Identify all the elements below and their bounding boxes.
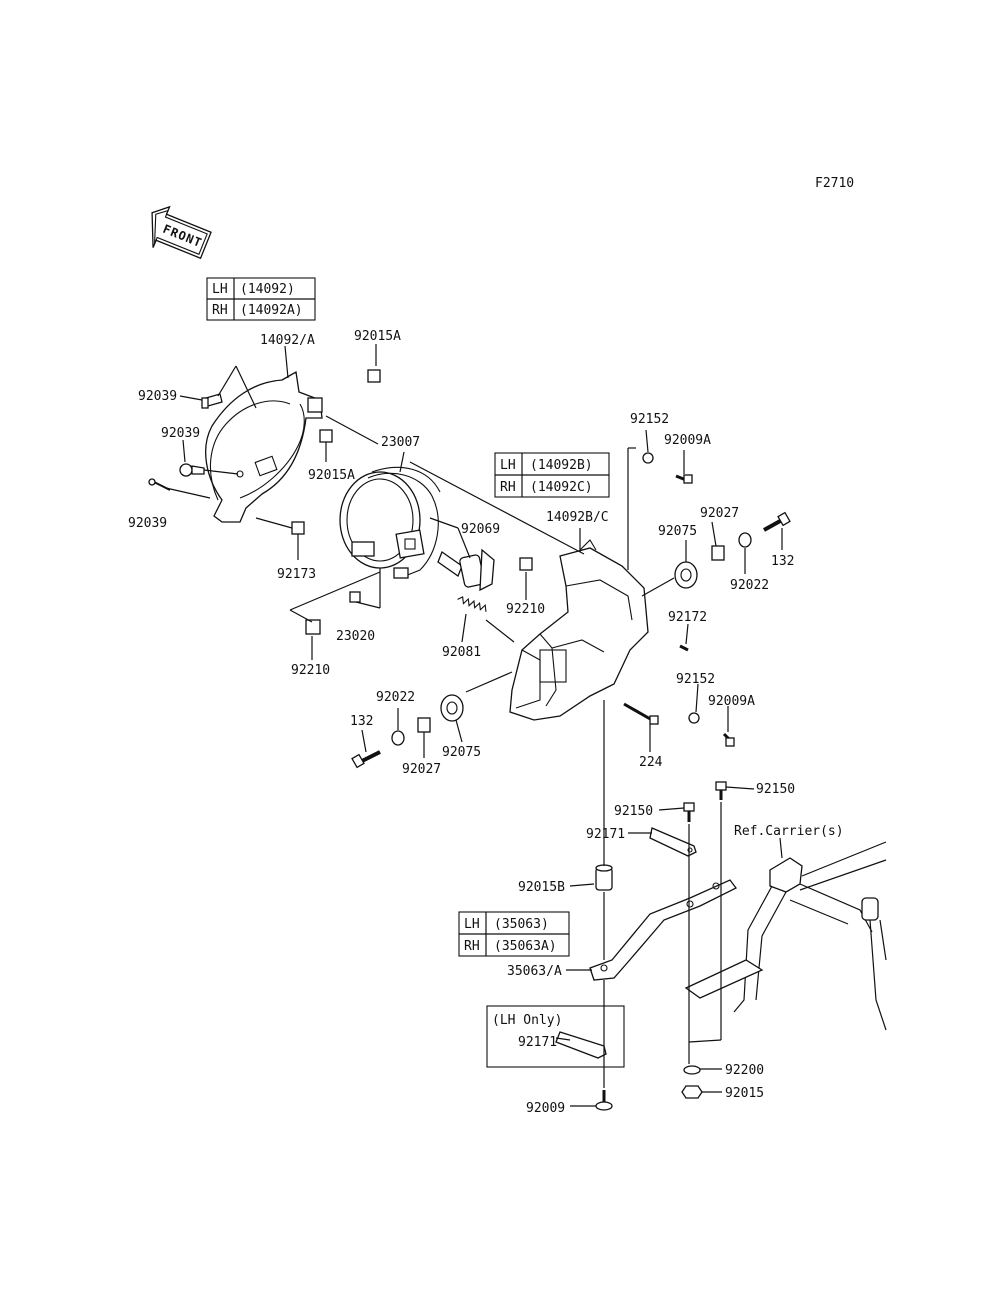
part-number-label: 92027: [700, 506, 739, 521]
collar-part: [711, 545, 725, 561]
part-number-label: 132: [771, 554, 794, 569]
rubber-cap-part: [595, 864, 613, 891]
table-cell: (14092B): [530, 458, 593, 473]
part-number-label: 92210: [506, 602, 545, 617]
lh-only-label: (LH Only): [492, 1013, 562, 1028]
clip-part: [305, 619, 321, 635]
push-rivet-part: [148, 393, 223, 491]
leader-lines: [165, 344, 783, 1107]
nut-part: [681, 1085, 703, 1099]
part-number-label: 92200: [725, 1063, 764, 1078]
part-number-label: 92075: [658, 524, 697, 539]
screw-part: [675, 474, 735, 747]
table-cell: (35063A): [494, 939, 557, 954]
nut-part: [349, 591, 361, 603]
table-cell: (14092A): [240, 303, 303, 318]
table-housing: LH (14092B) RH (14092C): [494, 452, 610, 498]
table-cell: LH: [212, 282, 228, 297]
part-number-label: 132: [350, 714, 373, 729]
part-number-label: 35063/A: [507, 964, 562, 979]
flange-bolt-part: [683, 781, 727, 822]
clip-part: [291, 521, 305, 535]
part-number-label: 224: [639, 755, 663, 770]
part-number-label: 92039: [161, 426, 200, 441]
washer-part: [738, 532, 752, 548]
part-number-label: 92150: [756, 782, 795, 797]
bulb-part: [437, 548, 495, 592]
table-cell: RH: [212, 303, 228, 318]
part-number-label: 92081: [442, 645, 481, 660]
headlight-cover-part: [205, 370, 323, 523]
part-number-label: 92027: [402, 762, 441, 777]
front-arrow-icon: [151, 205, 212, 260]
part-number-label: 92150: [614, 804, 653, 819]
part-number-label: 92152: [630, 412, 669, 427]
grommet-part: [440, 561, 698, 722]
part-number-label: 14092B/C: [546, 510, 609, 525]
part-number-label: 92075: [442, 745, 481, 760]
part-number-label: 92009A: [708, 694, 755, 709]
callout-labels: 14092/A 92015A 92039 92039 92039 23007 9…: [128, 329, 844, 1116]
part-number-label: 23020: [336, 629, 375, 644]
headlight-unit-part: [339, 466, 441, 579]
nut-part: [642, 452, 654, 464]
ground-strap-part: [649, 827, 697, 857]
table-cell: RH: [500, 480, 516, 495]
table-cell: LH: [464, 917, 480, 932]
part-number-label: 92069: [461, 522, 500, 537]
part-number-label: 92022: [376, 690, 415, 705]
part-number-label: 92022: [730, 578, 769, 593]
part-number-label: 92015: [725, 1086, 764, 1101]
part-number-label: 92015A: [354, 329, 401, 344]
ref-carrier-label: Ref.Carrier(s): [734, 824, 844, 839]
part-number-label: 92015A: [308, 468, 355, 483]
headlight-housing-part: [509, 539, 649, 721]
part-number-label: 23007: [381, 435, 420, 450]
part-number-label: 14092/A: [260, 333, 315, 348]
collar-part: [417, 717, 431, 733]
part-number-label: 92015B: [518, 880, 565, 895]
clip-part: [367, 369, 381, 383]
carrier-frame-part: [684, 841, 887, 1031]
part-number-label: 92009: [526, 1101, 565, 1116]
part-number-label: 92039: [128, 516, 167, 531]
washer-part: [391, 730, 405, 746]
adjuster-spring-part: [457, 596, 487, 612]
bolt-part: [351, 511, 791, 769]
long-bolt-part: [623, 702, 659, 725]
nut-part: [688, 712, 700, 724]
part-number-label: 92009A: [664, 433, 711, 448]
ground-strap-part: [555, 1031, 607, 1059]
table-cell: LH: [500, 458, 516, 473]
part-number-label: 92171: [586, 827, 625, 842]
washer-part: [683, 1065, 701, 1075]
lh-only-box: [486, 1005, 625, 1068]
part-number-label: 92172: [668, 610, 707, 625]
table-cell: (14092): [240, 282, 295, 297]
figure-code: F2710: [815, 176, 854, 191]
headlight-bracket-part: [589, 879, 737, 981]
clip-part: [519, 557, 533, 571]
bolt-part: [595, 1090, 613, 1111]
part-number-label: 92210: [291, 663, 330, 678]
part-number-label: 92152: [676, 672, 715, 687]
table-cell: (35063): [494, 917, 549, 932]
table-bracket: LH (35063) RH (35063A): [458, 911, 570, 957]
table-cell: RH: [464, 939, 480, 954]
part-number-label: 92173: [277, 567, 316, 582]
part-number-label: 92171: [518, 1035, 557, 1050]
clip-part: [319, 429, 333, 443]
part-number-label: 92039: [138, 389, 177, 404]
table-cell: (14092C): [530, 480, 593, 495]
table-cover: LH (14092) RH (14092A): [206, 277, 316, 321]
